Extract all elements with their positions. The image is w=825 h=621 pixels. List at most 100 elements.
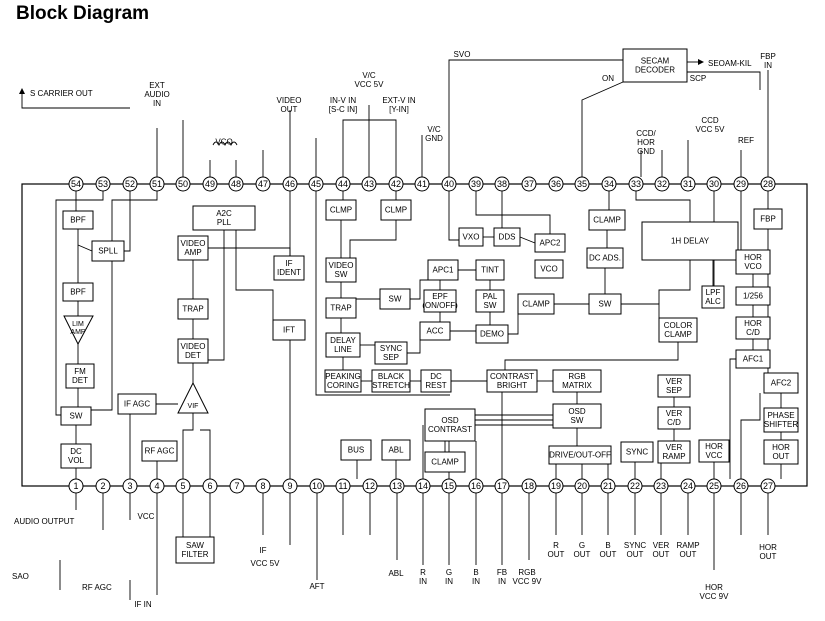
pin-12-circle: [362, 478, 378, 494]
bus-label: BUS: [348, 446, 364, 455]
pin-48-circle: [228, 176, 244, 192]
acc-label: ACC: [427, 327, 444, 336]
fm-det-box: [65, 363, 95, 389]
bpf2-box: [62, 282, 94, 302]
tint-block: TINT: [475, 259, 505, 281]
pin-42-number: 42: [391, 179, 401, 189]
epf-box: [423, 289, 457, 313]
rf-agc-block: RF AGC: [141, 440, 178, 462]
pin-15-circle: [441, 478, 457, 494]
pin-25-number: 25: [709, 481, 719, 491]
sw-mid-box: [379, 288, 411, 310]
fbp-in-label: FBP: [760, 52, 776, 61]
pin-32-circle: [654, 176, 670, 192]
pin-54-circle: [68, 176, 84, 192]
vxo-block: VXO: [458, 227, 484, 247]
sw-audio-label: SW: [70, 412, 83, 421]
wire: [91, 191, 158, 411]
fbp-block: FBP: [753, 208, 783, 230]
pin-41-number: 41: [417, 179, 427, 189]
pin-21-circle: [600, 478, 616, 494]
pin-22-number: 22: [630, 481, 640, 491]
tint-box: [475, 259, 505, 281]
pin-23-circle: [653, 478, 669, 494]
pin-13-number: 13: [392, 481, 402, 491]
pin-7-circle: [229, 478, 245, 494]
pin-24-number: 24: [683, 481, 693, 491]
a2c-pll-label: A2C: [216, 209, 232, 218]
in-v-in-label: [S-C IN]: [329, 105, 357, 114]
sync-out-label: OUT: [627, 550, 644, 559]
color-clamp-label: CLAMP: [664, 330, 692, 339]
spll-block: SPLL: [91, 240, 125, 262]
vcc-label: VCC: [138, 512, 155, 521]
wire: [124, 191, 131, 252]
pin-40-number: 40: [444, 179, 454, 189]
video-det-label: VIDEO: [181, 342, 206, 351]
secam-decoder-box: [622, 48, 688, 83]
pin-30-number: 30: [709, 179, 719, 189]
pin-28-number: 28: [763, 179, 773, 189]
dc-rest-box: [420, 369, 452, 393]
seoam-arrow-icon: [698, 59, 704, 65]
wire: [508, 314, 519, 335]
vco-chroma-label: VCO: [540, 265, 557, 274]
rf-agc-box: [141, 440, 178, 462]
pin-44-circle: [335, 176, 351, 192]
apc2-label: APC2: [540, 239, 561, 248]
pin-20-circle: [574, 478, 590, 494]
if-ident-box: [273, 255, 305, 281]
if-agc-block: IF AGC: [117, 393, 157, 415]
phase-shifter-label: SHIFTER: [764, 420, 798, 429]
pin-45-number: 45: [311, 179, 321, 189]
pin-16-number: 16: [471, 481, 481, 491]
a2c-pll-box: [192, 205, 256, 231]
fbp-label: FBP: [760, 215, 776, 224]
fm-det-label: FM: [74, 367, 86, 376]
pin-18-number: 18: [524, 481, 534, 491]
video-det-box: [177, 338, 209, 364]
pin-14-circle: [415, 478, 431, 494]
black-stretch-label: STRETCH: [372, 381, 410, 390]
video-sw-label: VIDEO: [329, 261, 354, 270]
wire: [235, 230, 274, 320]
wire: [658, 260, 691, 304]
osd-sw-label: OSD: [568, 407, 586, 416]
ver-out-label: OUT: [653, 550, 670, 559]
pin-25-circle: [706, 478, 722, 494]
pin-38-number: 38: [497, 179, 507, 189]
pin-52-number: 52: [125, 179, 135, 189]
b-in-label: B: [473, 568, 478, 577]
osd-sw-label: SW: [571, 416, 584, 425]
wire: [77, 244, 93, 252]
svo-label: SVO: [454, 50, 471, 59]
fb-in-label: FB: [497, 568, 507, 577]
dc-ads-box: [586, 247, 624, 269]
pin-5-circle: [175, 478, 191, 494]
rf-agc-label: RF AGC: [145, 447, 175, 456]
demo-label: DEMO: [480, 330, 504, 339]
trap2-block: TRAP: [325, 297, 357, 319]
secam-decoder-label: DECODER: [635, 66, 675, 75]
pin-37-number: 37: [524, 179, 534, 189]
clmp2-box: [380, 199, 412, 221]
ccd-vcc5v-label: VCC 5V: [696, 125, 726, 134]
pin-19-circle: [548, 478, 564, 494]
pin-4-circle: [149, 478, 165, 494]
bus-block: BUS: [340, 439, 372, 461]
pin-5-number: 5: [180, 481, 185, 491]
demo-box: [475, 324, 509, 344]
ver-sep-box: [657, 374, 691, 398]
delay-line-box: [325, 332, 361, 358]
